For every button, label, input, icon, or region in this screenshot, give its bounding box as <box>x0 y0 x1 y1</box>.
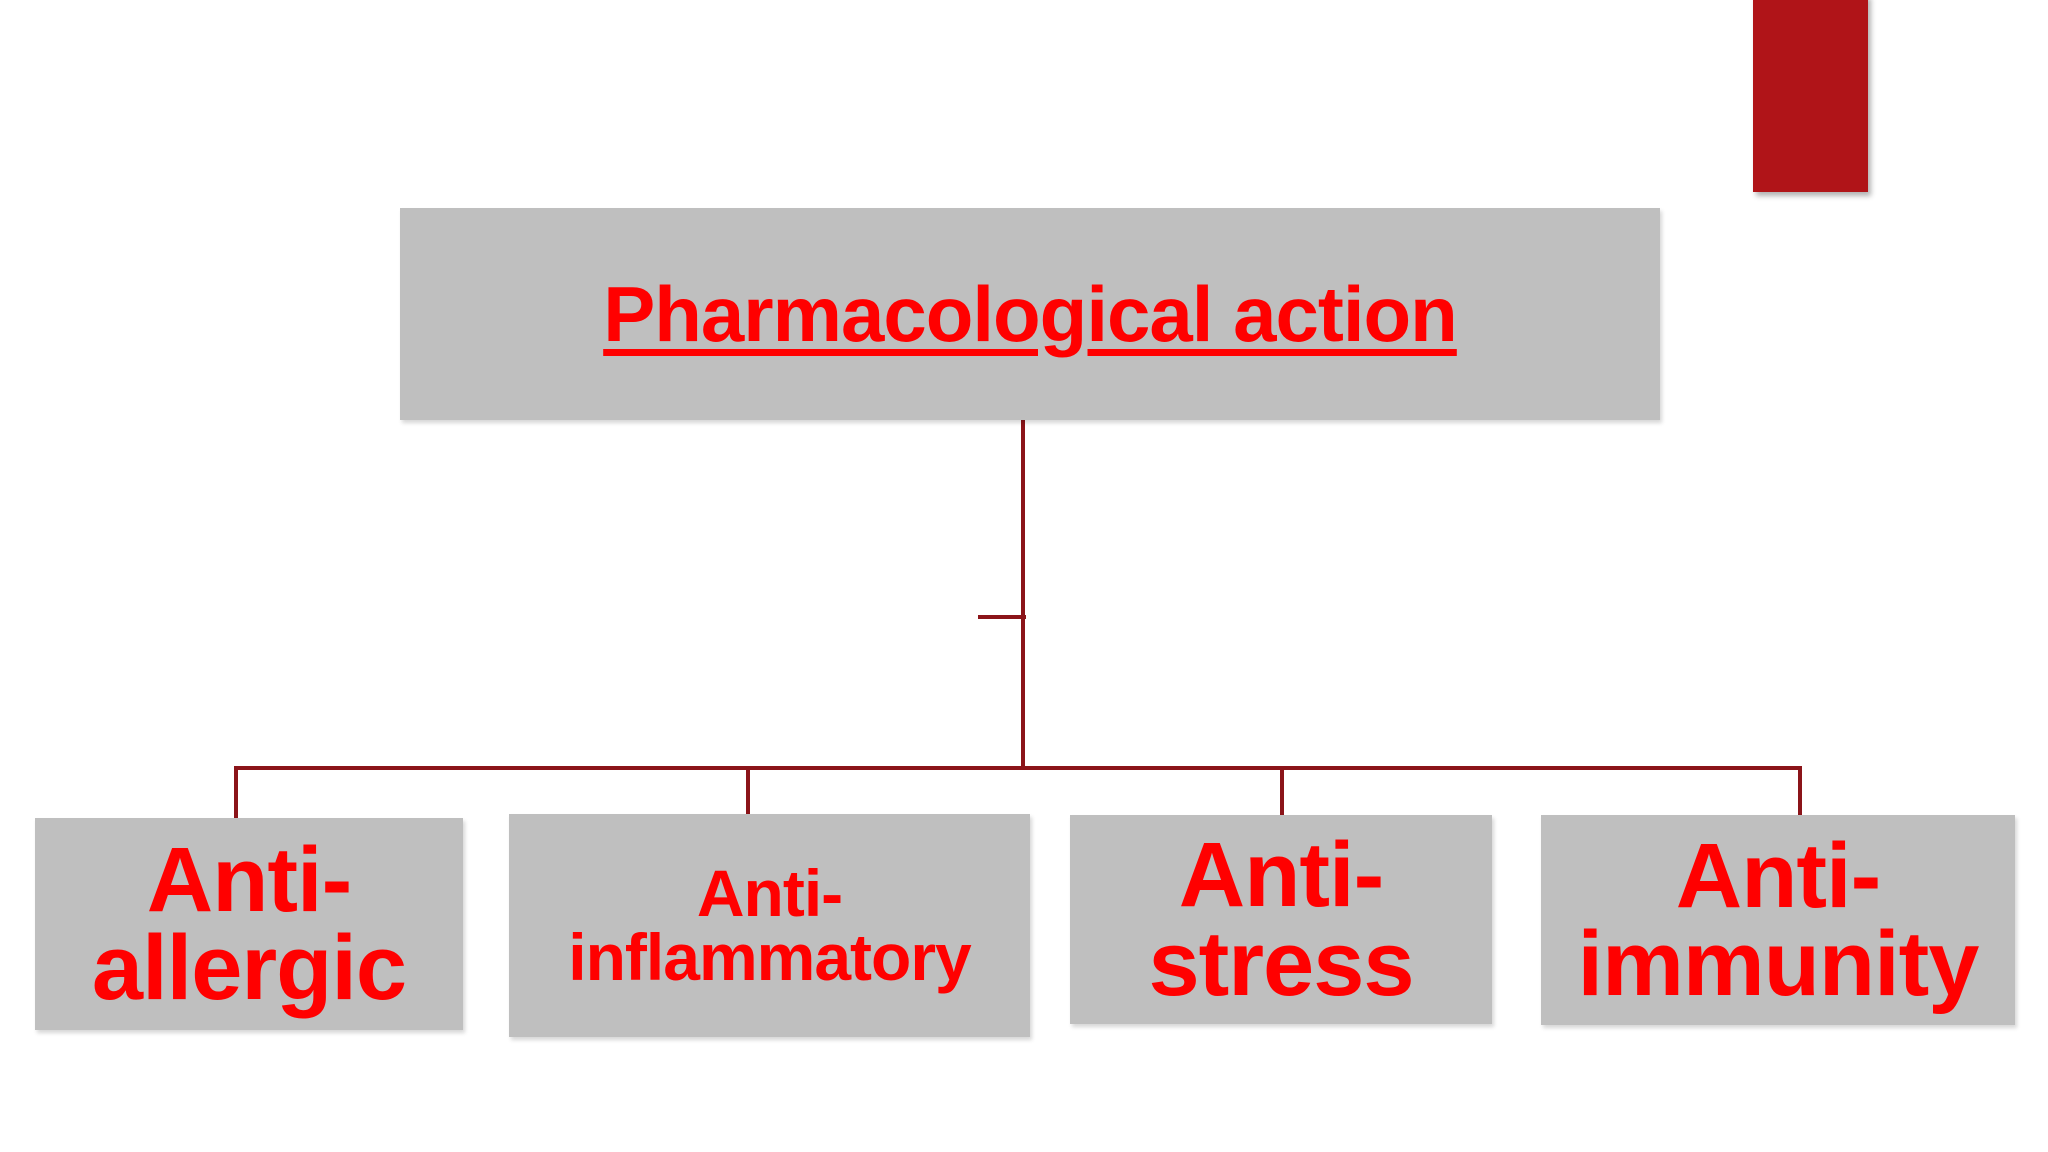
red-corner-tab <box>1753 0 1868 192</box>
node-child-anti-stress[interactable]: Anti-stress <box>1070 815 1492 1024</box>
node-child-label-4: Anti-immunity <box>1577 824 1980 1015</box>
connector-drop-line-3 <box>1280 766 1284 816</box>
node-child-label-1: Anti-allergic <box>91 828 407 1019</box>
connector-trunk-line <box>1021 420 1025 770</box>
connector-left-stub-line <box>978 615 1026 619</box>
node-root-pharmacological-action[interactable]: Pharmacological action <box>400 208 1660 420</box>
node-child-label-2: Anti-inflammatory <box>568 856 971 994</box>
connector-drop-line-2 <box>746 766 750 816</box>
connector-horizontal-bar <box>234 766 1802 770</box>
node-child-anti-inflammatory[interactable]: Anti-inflammatory <box>509 814 1030 1037</box>
node-child-anti-immunity[interactable]: Anti-immunity <box>1541 815 2015 1025</box>
connector-drop-line-4 <box>1798 766 1802 818</box>
node-root-label: Pharmacological action <box>603 270 1458 358</box>
node-child-anti-allergic[interactable]: Anti-allergic <box>35 818 463 1030</box>
node-child-label-3: Anti-stress <box>1148 824 1414 1015</box>
connector-drop-line-1 <box>234 766 238 820</box>
